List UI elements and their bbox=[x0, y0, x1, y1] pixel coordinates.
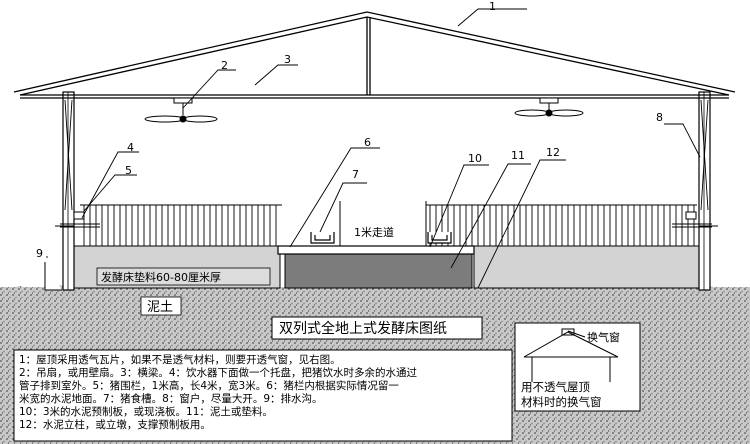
callout-3: 3 bbox=[284, 53, 291, 66]
drain-ditch bbox=[44, 262, 62, 291]
bedding-label: 发酵床垫料60-80厘米厚 bbox=[101, 270, 221, 284]
inset-caption-line1: 用不透气屋顶 bbox=[521, 380, 590, 394]
walkway-label: 1米走道 bbox=[354, 225, 394, 239]
ceiling-fan-left bbox=[144, 97, 218, 123]
note-line-2: 2：吊扇，或用壁扇。3：横梁。4：饮水器下面做一个托盘，把猪饮水时多余的水通过 bbox=[19, 366, 418, 379]
right-wall bbox=[698, 91, 711, 291]
soil-label-box bbox=[140, 296, 182, 316]
center-pit bbox=[284, 253, 473, 289]
bedding-right bbox=[473, 245, 700, 289]
bedding-label-box bbox=[96, 267, 271, 286]
callout-9: 9 bbox=[36, 247, 43, 260]
note-line-6: 12：水泥立柱，或立墩，支撑预制板用。 bbox=[19, 418, 211, 431]
note-line-5: 10：3米的水泥预制板，或现浇板。11：泥土或垫料。 bbox=[19, 405, 273, 418]
soil-label: 泥土 bbox=[147, 300, 173, 315]
notes-box bbox=[13, 349, 513, 442]
precast-slab bbox=[277, 245, 475, 255]
window-right bbox=[700, 99, 709, 211]
drawing-title: 双列式全地上式发酵床图纸 bbox=[279, 320, 447, 337]
drinker-right bbox=[672, 211, 718, 228]
note-line-3: 管子排到室外。5：猪围栏，1米高，长4米，宽3米。6：猪栏内根据实际情况留一 bbox=[19, 379, 399, 392]
vent-window-inset: 换气窗 用不透气屋顶 材料时的换气窗 bbox=[514, 322, 641, 412]
callout-5: 5 bbox=[125, 164, 132, 177]
callout-1: 1 bbox=[489, 0, 496, 13]
vent-label: 换气窗 bbox=[587, 330, 620, 344]
ceiling-fan-right bbox=[514, 97, 584, 117]
feed-trough-right bbox=[427, 232, 452, 244]
callout-11: 11 bbox=[511, 149, 525, 162]
title-box bbox=[271, 316, 483, 340]
callout-6: 6 bbox=[364, 136, 371, 149]
feed-trough-left bbox=[310, 232, 335, 244]
inset-caption-line2: 材料时的换气窗 bbox=[521, 395, 602, 409]
pig-fence-left bbox=[80, 204, 282, 247]
leader-lines bbox=[46, 8, 701, 289]
note-line-4: 米宽的水泥地面。7：猪食槽。8：窗户，尽量大开。9：排水沟。 bbox=[19, 392, 323, 405]
callout-12: 12 bbox=[546, 146, 560, 159]
note-line-1: 1：屋顶采用透气瓦片，如果不是透气材料，则要开透气窗，见右图。 bbox=[19, 353, 341, 366]
drinker-left bbox=[55, 211, 100, 228]
callout-8: 8 bbox=[656, 111, 663, 124]
callout-2: 2 bbox=[221, 59, 228, 72]
left-wall bbox=[62, 91, 75, 291]
callout-7: 7 bbox=[352, 168, 359, 181]
callout-4: 4 bbox=[127, 141, 134, 154]
window-left bbox=[64, 99, 73, 211]
roof bbox=[13, 11, 736, 99]
callout-10: 10 bbox=[468, 152, 482, 165]
walkway-floor bbox=[339, 201, 427, 246]
